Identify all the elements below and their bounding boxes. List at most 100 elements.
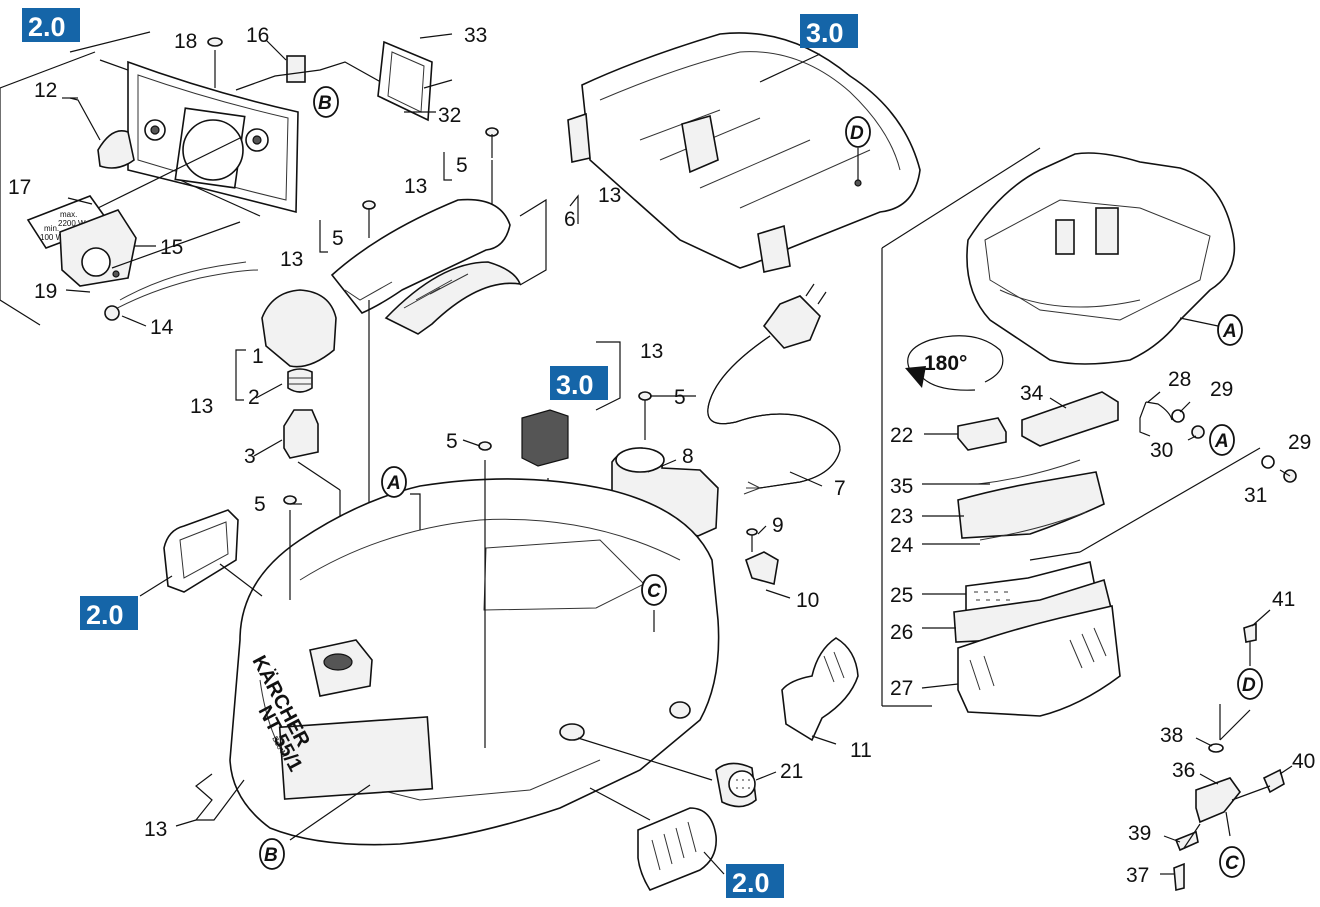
marker-letter: D bbox=[1242, 675, 1256, 696]
side-grille-right bbox=[589, 787, 717, 891]
rotation-label: 180° bbox=[924, 352, 967, 375]
callout-number: 25 bbox=[890, 584, 913, 607]
callout-number: 13 bbox=[190, 395, 213, 418]
callouts: 18 16 33 12 32 13 5 13 6 17 5 13 15 19 1… bbox=[8, 24, 1315, 887]
ref-box-label: 2.0 bbox=[86, 600, 124, 630]
main-housing: KÄRCHER NT 55/1 Eco M bbox=[229, 441, 720, 846]
hose-socket bbox=[577, 737, 757, 808]
callout-number: 13 bbox=[404, 175, 427, 198]
callout-number: 5 bbox=[254, 493, 266, 516]
switch-max-label: max. bbox=[60, 210, 77, 219]
callout-number: 18 bbox=[174, 30, 197, 53]
marker-b-bottom: B bbox=[259, 838, 285, 870]
callout-number: 13 bbox=[598, 184, 621, 207]
marker-letter: D bbox=[850, 123, 864, 144]
ref-box-top-center: 3.0 bbox=[759, 14, 858, 83]
marker-letter: A bbox=[1222, 321, 1237, 342]
callout-number: 40 bbox=[1292, 750, 1315, 773]
callout-number: 5 bbox=[446, 430, 458, 453]
callout-number: 24 bbox=[890, 534, 914, 557]
marker-letter: B bbox=[264, 845, 278, 866]
callout-number: 16 bbox=[246, 24, 269, 47]
callout-number: 23 bbox=[890, 505, 913, 528]
callout-number: 41 bbox=[1272, 588, 1295, 611]
callout-number: 28 bbox=[1168, 368, 1191, 391]
callout-number: 27 bbox=[890, 677, 913, 700]
callout-number: 32 bbox=[438, 104, 461, 127]
marker-d-right: D bbox=[1237, 668, 1263, 700]
callout-number: 13 bbox=[280, 248, 303, 271]
marker-letter: C bbox=[647, 581, 661, 602]
callout-number: 31 bbox=[1244, 484, 1267, 507]
ref-box-top-left: 2.0 bbox=[22, 8, 80, 42]
callout-number: 5 bbox=[332, 227, 344, 250]
ref-box-label: 2.0 bbox=[732, 868, 770, 898]
callout-number: 9 bbox=[772, 514, 784, 537]
marker-c-right: C bbox=[1219, 846, 1245, 878]
callout-number: 14 bbox=[150, 316, 174, 339]
callout-number: 3 bbox=[244, 445, 256, 468]
marker-a-center: A bbox=[381, 466, 407, 498]
callout-number: 11 bbox=[850, 739, 872, 762]
switch-max-watts: 2200 W bbox=[58, 219, 86, 228]
callout-number: 10 bbox=[796, 589, 819, 612]
callout-number: 13 bbox=[640, 340, 663, 363]
filter-stack bbox=[953, 391, 1261, 717]
motor-housing-top bbox=[881, 147, 1236, 707]
side-handle-hardware bbox=[1139, 401, 1297, 483]
rotation-indicator: 180° bbox=[905, 335, 1004, 391]
marker-letter: A bbox=[386, 473, 401, 494]
callout-number: 26 bbox=[890, 621, 913, 644]
callout-number: 37 bbox=[1126, 864, 1149, 887]
callout-number: 38 bbox=[1160, 724, 1183, 747]
clip-parts bbox=[745, 528, 779, 586]
callout-number: 29 bbox=[1210, 378, 1233, 401]
switch-min-label: min. bbox=[44, 224, 59, 233]
ref-box-label: 3.0 bbox=[806, 18, 844, 48]
callout-number: 2 bbox=[248, 386, 260, 409]
foam-and-bracket bbox=[521, 341, 719, 610]
callout-number: 8 bbox=[682, 445, 694, 468]
side-grille-left bbox=[163, 509, 263, 597]
callout-number: 7 bbox=[834, 477, 846, 500]
callout-number: 39 bbox=[1128, 822, 1151, 845]
callout-number: 30 bbox=[1150, 439, 1173, 462]
ref-box-bottom: 2.0 bbox=[703, 851, 784, 898]
power-cord bbox=[707, 283, 841, 495]
callout-number: 5 bbox=[674, 386, 686, 409]
callout-number: 22 bbox=[890, 424, 913, 447]
marker-letter: B bbox=[318, 93, 332, 114]
marker-b-top: B bbox=[313, 86, 339, 118]
ref-box-left: 2.0 bbox=[80, 575, 173, 630]
callout-number: 1 bbox=[252, 345, 264, 368]
ref-box-label: 2.0 bbox=[28, 12, 66, 42]
marker-c-center: C bbox=[641, 574, 667, 606]
marker-a-hardware: A bbox=[1209, 424, 1235, 456]
hose-adapter bbox=[781, 637, 859, 742]
switch-parts bbox=[235, 289, 341, 650]
callout-number: 33 bbox=[464, 24, 487, 47]
ref-box-center: 3.0 bbox=[550, 366, 608, 400]
hinge-group bbox=[1173, 622, 1285, 892]
ref-box-label: 3.0 bbox=[556, 370, 594, 400]
callout-number: 35 bbox=[890, 475, 913, 498]
callout-number: 29 bbox=[1288, 431, 1311, 454]
top-cover bbox=[567, 32, 921, 273]
callout-number: 13 bbox=[144, 818, 167, 841]
callout-number: 15 bbox=[160, 236, 183, 259]
callout-number: 12 bbox=[34, 79, 57, 102]
switch-min-watts: 100 W bbox=[40, 233, 64, 242]
callout-number: 17 bbox=[8, 176, 31, 199]
callout-number: 36 bbox=[1172, 759, 1195, 782]
callout-number: 21 bbox=[780, 760, 803, 783]
marker-a-right: A bbox=[1179, 314, 1243, 346]
marker-d-top: D bbox=[845, 116, 871, 148]
callout-number: 19 bbox=[34, 280, 57, 303]
marker-letter: C bbox=[1225, 853, 1239, 874]
callout-number: 34 bbox=[1020, 382, 1044, 405]
callout-number: 6 bbox=[564, 208, 576, 231]
callout-number: 5 bbox=[456, 154, 468, 177]
marker-letter: A bbox=[1214, 431, 1229, 452]
control-panel-group: max. 2200 W min. 100 W bbox=[0, 31, 453, 326]
